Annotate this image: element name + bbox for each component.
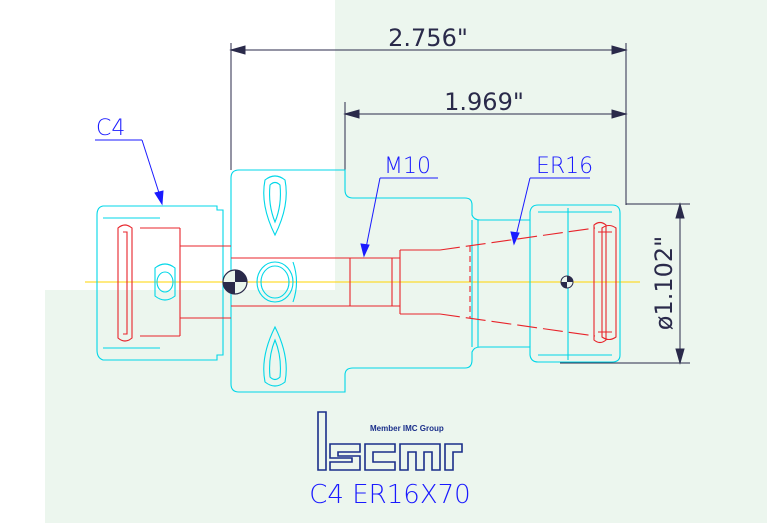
center-marks: [222, 269, 574, 295]
shank-callout: C4: [96, 116, 125, 141]
logo-wordmark: [317, 411, 463, 471]
collet-length-dimension: 1.969": [444, 88, 524, 116]
dimension-lines: [229, 43, 690, 365]
iscar-logo: Member IMC Group: [317, 411, 463, 471]
holder-outline: [96, 169, 621, 393]
internal-detail: [117, 221, 617, 344]
overall-length-dimension: 2.756": [388, 24, 468, 52]
product-code: C4 ER16X70: [309, 480, 470, 510]
callout-leaders: [95, 139, 590, 258]
diameter-dimension: ø1.102": [650, 236, 678, 330]
collet-callout: ER16: [536, 154, 593, 179]
thread-callout: M10: [384, 154, 431, 179]
sheet-cutout: [0, 0, 335, 290]
logo-tagline: Member IMC Group: [370, 424, 444, 433]
